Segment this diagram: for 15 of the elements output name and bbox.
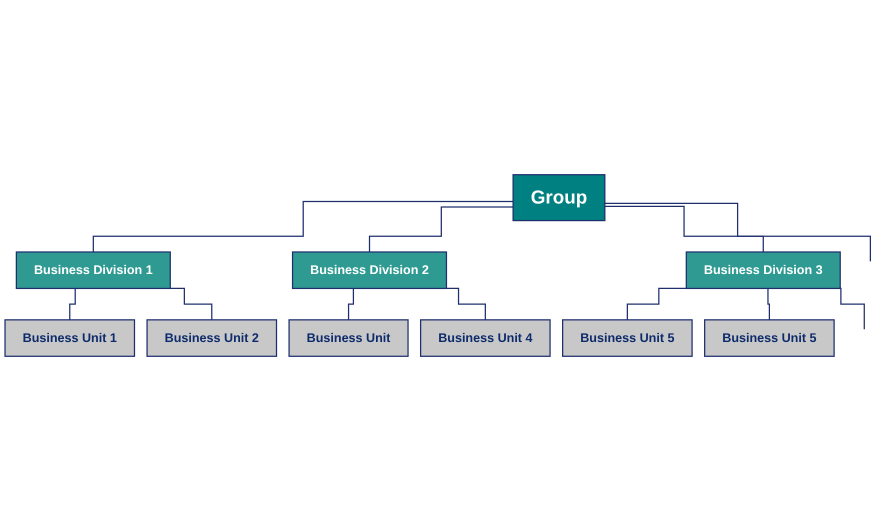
connector	[92, 200, 514, 253]
node-box: Business Division 1	[16, 251, 171, 290]
connector	[604, 202, 871, 262]
node-box: Business Unit 4	[420, 319, 551, 357]
node-box: Business Unit 2	[146, 319, 278, 357]
connector	[604, 206, 764, 253]
node-box: Business Unit 5	[562, 319, 693, 357]
node-box: Business Division 3	[686, 251, 841, 290]
node-box: Business Unit	[288, 319, 409, 357]
node-box: Business Division 2	[292, 251, 448, 290]
node-box: Business Unit 1	[4, 319, 136, 357]
node-box: Business Unit 5	[704, 319, 835, 357]
connector	[766, 288, 770, 320]
connector	[368, 206, 514, 253]
node-box: Group	[512, 174, 606, 222]
